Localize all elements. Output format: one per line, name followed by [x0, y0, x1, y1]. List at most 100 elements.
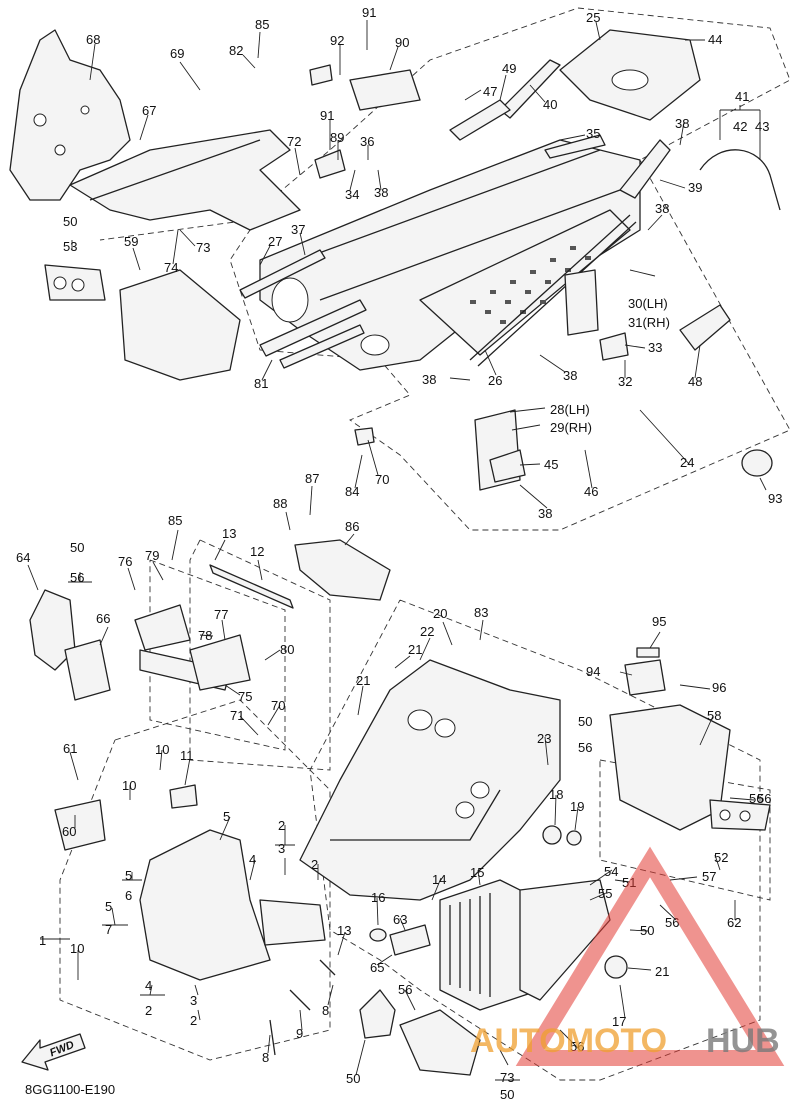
callout-label: 22 — [420, 624, 434, 639]
callout-label: 63 — [393, 912, 407, 927]
callout-label: 13 — [222, 526, 236, 541]
callout-label: 82 — [229, 43, 243, 58]
callout-label: 24 — [680, 455, 694, 470]
callout-label: 37 — [291, 222, 305, 237]
tunnel-chassis-assembly — [9, 29, 781, 491]
callout-label: 56 — [578, 740, 592, 755]
callout-label: 85 — [255, 17, 269, 32]
callout-label: 55 — [598, 886, 612, 901]
callout-label: 67 — [142, 103, 156, 118]
bolt-8 — [269, 1019, 276, 1056]
callout-label: 9 — [296, 1026, 303, 1041]
callout-label: 25 — [586, 10, 600, 25]
bracket-5 — [259, 899, 326, 946]
cap-62 — [604, 955, 628, 979]
callout-label: 70 — [271, 698, 285, 713]
plate-86 — [294, 539, 391, 601]
callout-label: 54 — [604, 864, 618, 879]
callout-label: 21 — [356, 673, 370, 688]
ring-19 — [566, 830, 582, 846]
brace-51-54 — [519, 879, 611, 1001]
fwd-arrow: FWD — [21, 1033, 86, 1071]
clip-70-top — [354, 427, 375, 446]
callout-label: 38 — [538, 506, 552, 521]
callout-label: 50 — [640, 923, 654, 938]
callout-label: 38 — [374, 185, 388, 200]
callout-label: 56 — [70, 570, 84, 585]
callout-label: 2 — [278, 818, 285, 833]
plate-92 — [309, 64, 333, 86]
watermark-logo: AUTOMOTO HUB — [470, 846, 785, 1066]
watermark-triangle-icon — [515, 846, 785, 1066]
callout-label: 8 — [262, 1050, 269, 1065]
callout-label: 73 — [196, 240, 210, 255]
callout-label: 2 — [145, 1003, 152, 1018]
callout-label: 50 — [578, 714, 592, 729]
bracket-94 — [624, 659, 666, 696]
pad-95 — [636, 647, 660, 658]
callout-label: 57 — [702, 869, 716, 884]
callout-label: 70 — [375, 472, 389, 487]
callout-label: 92 — [330, 33, 344, 48]
ring-93 — [741, 449, 773, 477]
callout-label: 16 — [371, 890, 385, 905]
bracket-39 — [619, 139, 671, 199]
callout-label: 4 — [249, 852, 256, 867]
callout-label: 77 — [214, 607, 228, 622]
callout-label: 20 — [433, 606, 447, 621]
callout-label: 43 — [755, 119, 769, 134]
callout-label: 53 — [63, 239, 77, 254]
callout-label: 7 — [105, 922, 112, 937]
callout-label: 3 — [190, 993, 197, 1008]
callout-label: 5 — [223, 809, 230, 824]
callout-label: 12 — [250, 544, 264, 559]
callout-label: 61 — [63, 741, 77, 756]
callout-label: 94 — [586, 664, 600, 679]
plate-45 — [489, 449, 526, 483]
front-bracket-68 — [9, 29, 131, 201]
callout-label: 91 — [320, 108, 334, 123]
callout-label: 78 — [198, 628, 212, 643]
bracket-33 — [599, 332, 629, 361]
callout-label: 69 — [170, 46, 184, 61]
callout-label: 58 — [707, 708, 721, 723]
callout-label: 38 — [563, 368, 577, 383]
callout-label: 49 — [502, 61, 516, 76]
callout-label: 35 — [586, 126, 600, 141]
callout-label: 85 — [168, 513, 182, 528]
fwd-arrow-icon — [21, 1033, 86, 1071]
callout-label: 28(LH) — [550, 402, 590, 417]
watermark-text-2: HUB — [706, 1022, 780, 1060]
plate-89 — [314, 149, 346, 179]
callout-label: 66 — [96, 611, 110, 626]
bracket-49 — [449, 99, 511, 141]
callout-label: 26 — [488, 373, 502, 388]
callout-label: 93 — [768, 491, 782, 506]
callout-label: 91 — [362, 5, 376, 20]
callout-label: 42 — [733, 119, 747, 134]
callout-label: 80 — [280, 642, 294, 657]
callout-label: 50 — [500, 1087, 514, 1102]
callout-label: 29(RH) — [550, 420, 592, 435]
callout-label: 19 — [570, 799, 584, 814]
tube-16 — [389, 924, 431, 956]
callout-label: 2 — [311, 857, 318, 872]
bracket-48 — [679, 304, 731, 351]
callout-label: 41 — [735, 89, 749, 104]
bolt-8b — [319, 959, 336, 976]
callout-label: 23 — [537, 731, 551, 746]
callout-label: 5 — [125, 868, 132, 883]
rail-81b — [279, 324, 365, 369]
callout-label: 52 — [714, 850, 728, 865]
callout-label: 10 — [122, 778, 136, 793]
front-frame-main — [299, 659, 561, 901]
bar-40 — [499, 59, 561, 119]
steering-bracket-67 — [69, 129, 301, 231]
callout-label: 72 — [287, 134, 301, 149]
bracket-11 — [169, 784, 198, 809]
bracket-60 — [54, 799, 106, 851]
callout-label: 27 — [268, 234, 282, 249]
plate-66 — [64, 639, 111, 701]
callout-label: 89 — [330, 130, 344, 145]
